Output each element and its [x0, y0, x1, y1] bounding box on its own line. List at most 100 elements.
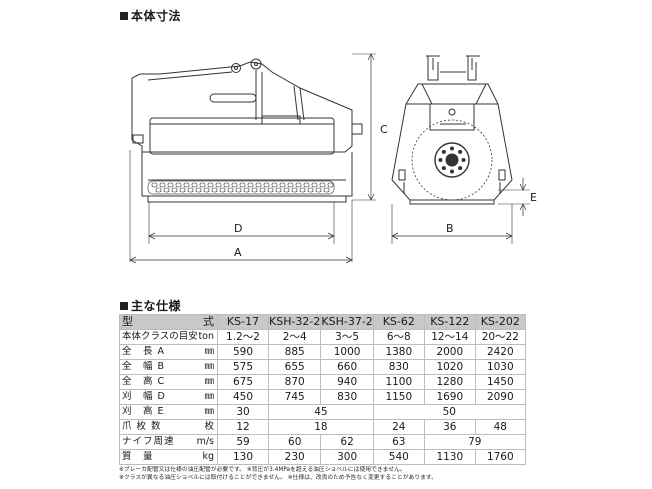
spec-table: 型式 KS-17 KSH-32-2 KSH-37-2 KS-62 KS-122 …: [119, 314, 526, 465]
knife-tooth: [203, 187, 210, 193]
side-view: [129, 53, 376, 263]
table-cell: 62: [320, 434, 374, 450]
table-cell: 1130: [423, 449, 476, 465]
table-cell: 12～14: [423, 329, 476, 345]
table-cell: 300: [320, 449, 374, 465]
dim-label-d: D: [234, 222, 242, 235]
table-cell: 59: [217, 434, 269, 450]
title-square-icon: [120, 302, 128, 310]
table-cell: 1760: [474, 449, 526, 465]
knife-tooth: [227, 187, 234, 193]
footnote-line: ※クラスが異なる油圧ショベルには取付けることができません。 ※仕様は、改良のため…: [119, 475, 437, 481]
knife-tooth: [187, 187, 194, 193]
knife-tooth: [175, 182, 182, 188]
knife-tooth: [207, 182, 214, 188]
knife-tooth: [299, 187, 306, 193]
table-cell: 12: [217, 419, 269, 435]
mower-dimension-drawing: C D A B E: [129, 53, 537, 263]
table-cell: 1100: [372, 374, 425, 390]
table-cell: 230: [267, 449, 322, 465]
knife-tooth: [231, 182, 238, 188]
hub-bolt: [438, 158, 443, 162]
dimensions-section-title: 本体寸法: [120, 7, 181, 24]
knife-tooth: [311, 182, 318, 188]
table-cell: 18: [268, 419, 374, 435]
knife-tooth: [291, 187, 298, 193]
table-cell: 575: [217, 359, 269, 375]
knife-tooth: [199, 182, 206, 188]
knife-tooth: [255, 182, 262, 188]
knife-tooth: [167, 182, 174, 188]
knife-tooth: [163, 187, 170, 193]
knife-tooth: [211, 187, 218, 193]
knife-tooth: [259, 187, 266, 193]
knife-tooth: [287, 182, 294, 188]
knife-tooth: [183, 182, 190, 188]
knife-tooth: [171, 187, 178, 193]
model-header: KS-62: [372, 314, 425, 330]
hub-bolt: [450, 169, 454, 174]
footnotes: ※ブレーカ配管又は仕様の油圧配管が必要です。 ※背圧が3.4MPaを超える油圧シ…: [119, 466, 437, 482]
hub-bolts: [438, 146, 466, 174]
knife-tooth: [191, 182, 198, 188]
hub-bolt: [441, 166, 446, 171]
hub-bolt: [450, 146, 454, 151]
knife-tooth: [243, 187, 250, 193]
table-header-row: 型式 KS-17 KSH-32-2 KSH-37-2 KS-62 KS-122 …: [119, 314, 526, 330]
table-row: 爪 枚 数枚 12 18 24 36 48: [119, 419, 526, 435]
knife-tooth: [195, 187, 202, 193]
table-cell: 745: [267, 389, 322, 405]
knife-tooth: [275, 187, 282, 193]
table-cell: 79: [423, 434, 526, 450]
table-cell: 20～22: [474, 329, 526, 345]
spec-title-text: 主な仕様: [131, 299, 182, 313]
table-cell: 450: [217, 389, 269, 405]
knife-tooth: [279, 182, 286, 188]
table-cell: 2～4: [267, 329, 322, 345]
knife-tooth: [179, 187, 186, 193]
knife-tooth: [235, 187, 242, 193]
table-cell: 660: [320, 359, 374, 375]
hub-bolt: [458, 166, 463, 171]
model-header: KSH-32-2: [267, 314, 322, 330]
knife-tooth: [155, 187, 162, 193]
table-cell: 1280: [423, 374, 476, 390]
hub-bolt: [461, 158, 466, 162]
table-cell: 1020: [423, 359, 476, 375]
table-cell: 36: [423, 419, 476, 435]
table-cell: 2090: [474, 389, 526, 405]
table-cell: 6～8: [372, 329, 425, 345]
dim-label-b: B: [446, 222, 454, 235]
table-cell: 30: [217, 404, 269, 420]
table-cell: 1450: [474, 374, 526, 390]
table-cell: 3～5: [320, 329, 374, 345]
knife-tooth: [159, 182, 166, 188]
model-header: KS-122: [423, 314, 476, 330]
knife-tooth: [303, 182, 310, 188]
dim-label-c: C: [380, 123, 388, 136]
model-header: KS-17: [217, 314, 269, 330]
dim-label-e: E: [530, 191, 537, 204]
hub-bolt: [441, 149, 446, 154]
dimensions-title-text: 本体寸法: [131, 9, 182, 23]
table-cell: 655: [267, 359, 322, 375]
hub-bolt: [458, 149, 463, 154]
knife-tooth: [239, 182, 246, 188]
footnote-line: ※ブレーカ配管又は仕様の油圧配管が必要です。 ※背圧が3.4MPaを超える油圧シ…: [119, 467, 406, 473]
table-cell: 1150: [372, 389, 425, 405]
knife-tooth: [323, 187, 330, 193]
table-cell: 130: [217, 449, 269, 465]
table-cell: 885: [267, 344, 322, 360]
